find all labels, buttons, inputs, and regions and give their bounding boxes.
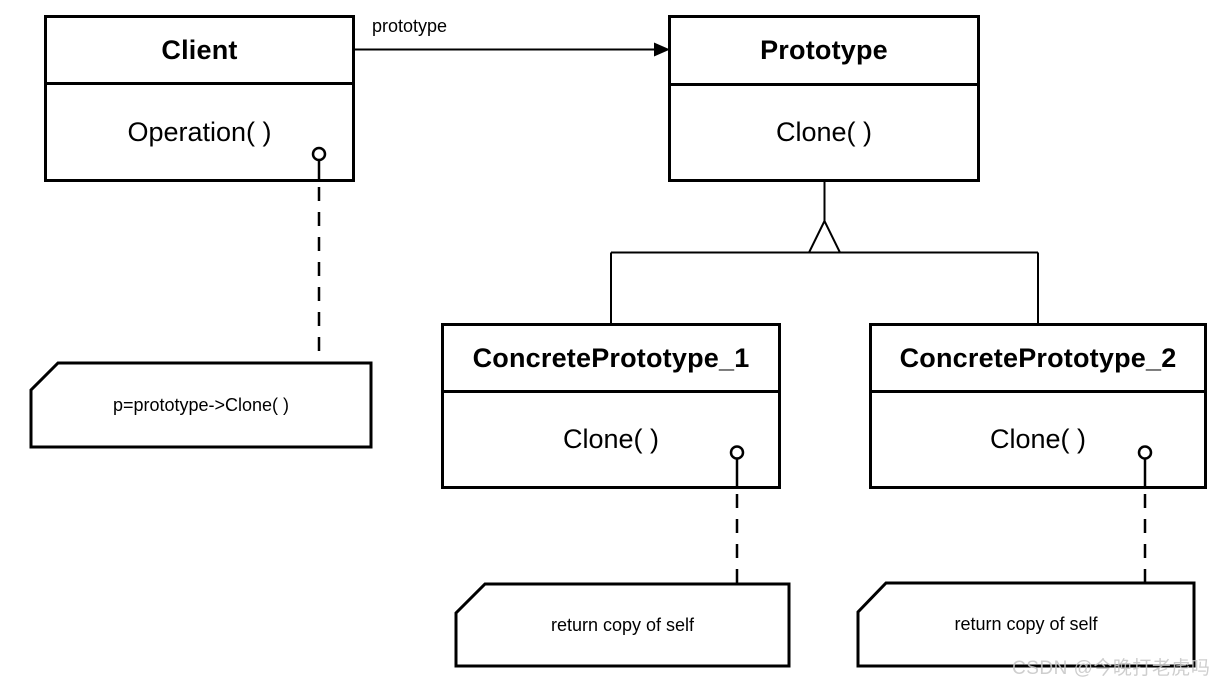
class-title-client: Client bbox=[47, 18, 352, 85]
class-method-concrete2-clone: Clone( ) bbox=[989, 424, 1087, 454]
class-title-prototype: Prototype bbox=[671, 18, 977, 86]
association-arrowhead-icon bbox=[654, 42, 670, 57]
note-text-1: p=prototype->Clone( ) bbox=[112, 394, 290, 415]
class-title-concrete-prototype-1: ConcretePrototype_1 bbox=[444, 326, 778, 393]
watermark: CSDN @今晚打老虎吗 bbox=[1012, 658, 1211, 679]
note-shape-1 bbox=[29, 361, 373, 449]
note-anchor-circle-2 bbox=[729, 445, 745, 460]
note-anchor-circle-3 bbox=[1137, 445, 1153, 460]
note-shape-2 bbox=[454, 582, 791, 668]
note-anchor-circle-1 bbox=[311, 146, 327, 162]
class-method-concrete1-clone: Clone( ) bbox=[562, 424, 660, 454]
class-method-client-operation: Operation( ) bbox=[127, 116, 272, 147]
note-text-2: return copy of self bbox=[550, 614, 695, 635]
inheritance-triangle-icon bbox=[807, 218, 842, 254]
class-method-prototype-clone: Clone( ) bbox=[775, 117, 873, 147]
association-label: prototype bbox=[372, 16, 448, 36]
note-shape-3 bbox=[856, 581, 1196, 668]
class-box-concrete-prototype-2: ConcretePrototype_2 Clone( ) bbox=[869, 323, 1207, 489]
class-box-client: Client Operation( ) bbox=[44, 15, 355, 182]
note-text-3: return copy of self bbox=[954, 614, 1098, 634]
class-box-prototype: Prototype Clone( ) bbox=[668, 15, 980, 182]
class-title-concrete-prototype-2: ConcretePrototype_2 bbox=[872, 326, 1204, 393]
